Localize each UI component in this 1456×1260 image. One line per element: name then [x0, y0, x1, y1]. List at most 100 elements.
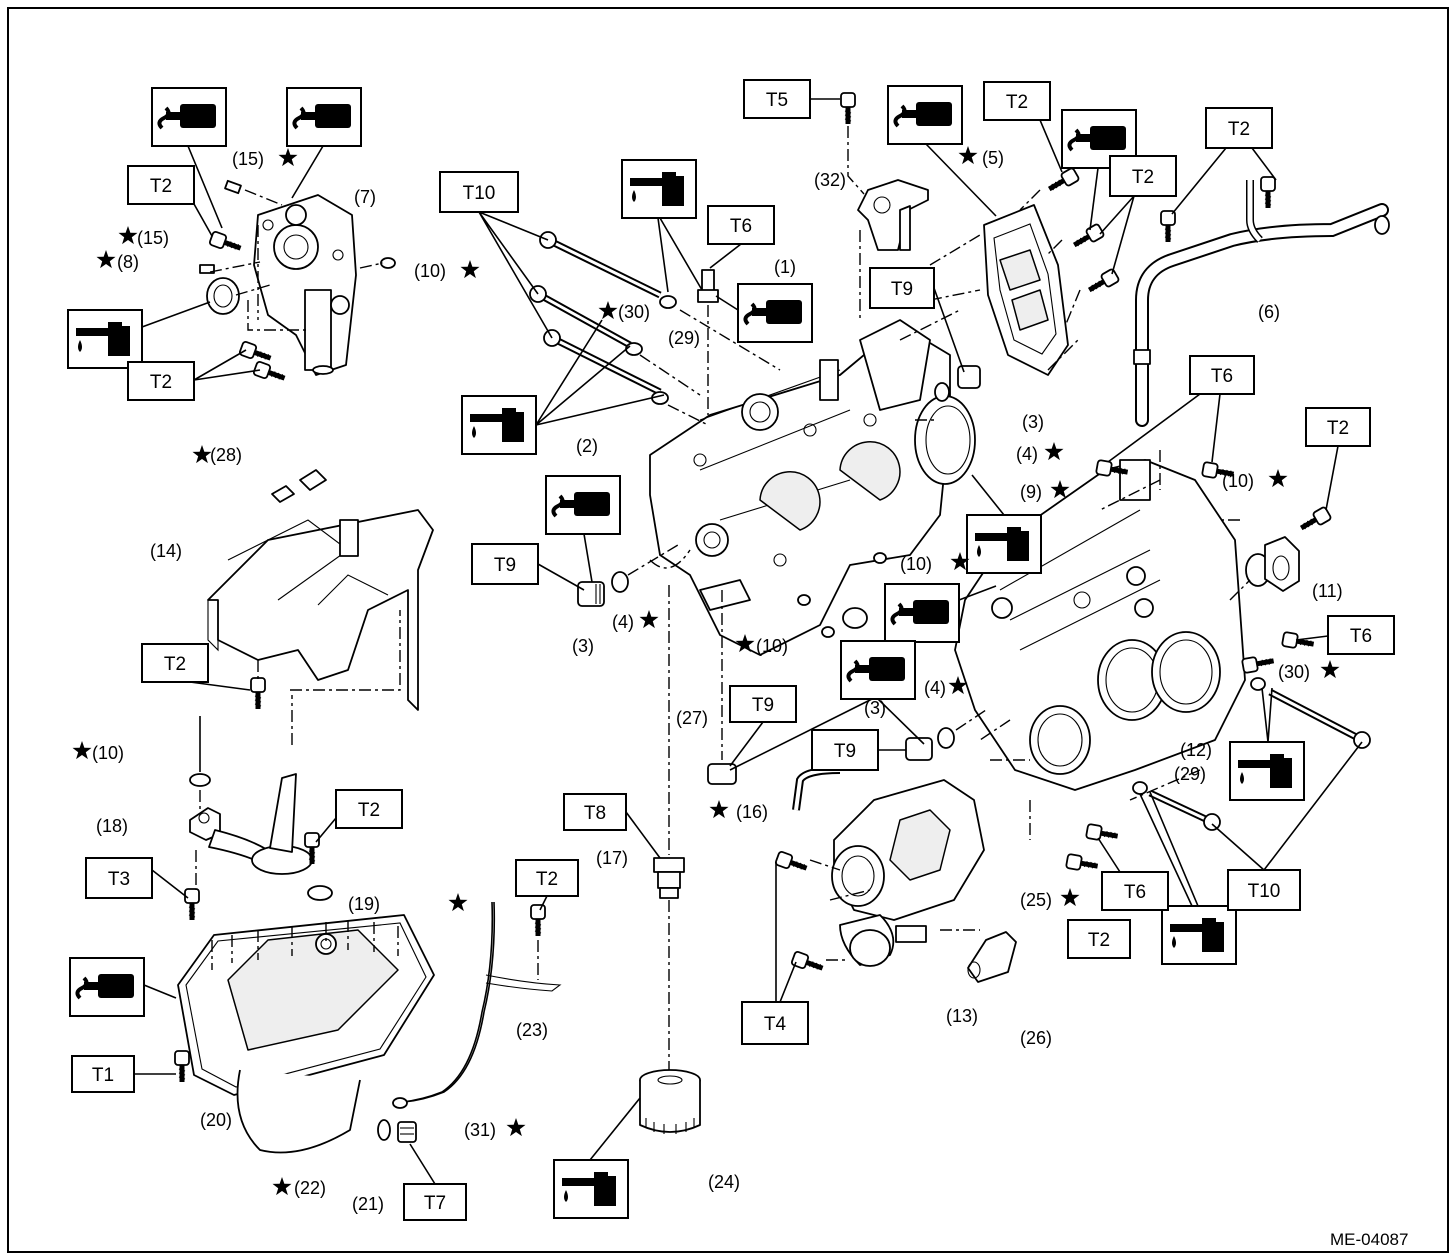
washer-30a	[625, 342, 643, 356]
svg-text:T2: T2	[1088, 930, 1110, 951]
svg-text:(30): (30)	[1278, 662, 1310, 682]
torque-t6-box: T6 T6 T6 T6	[707, 205, 1395, 911]
liquid-gasket-icon	[285, 86, 363, 148]
diagram-id: ME-04087	[1330, 1230, 1408, 1249]
bolt-rh-3	[1282, 632, 1315, 651]
svg-text:(4): (4)	[1016, 444, 1038, 464]
svg-text:T2: T2	[164, 654, 186, 675]
svg-text:(28): (28)	[210, 445, 242, 465]
oring-10b	[873, 552, 887, 564]
oil-filter-stand	[653, 857, 685, 899]
liquid-gasket-icon	[544, 474, 622, 536]
svg-text:(21): (21)	[352, 1194, 384, 1214]
bolt-rh-5	[1086, 824, 1119, 843]
water-pipe-11	[1264, 536, 1300, 592]
svg-text:(10): (10)	[1222, 471, 1254, 491]
washer-29b	[1132, 781, 1148, 795]
bolt-pump-t4a	[775, 851, 809, 875]
svg-text:(29): (29)	[668, 328, 700, 348]
oil-filter	[639, 1069, 701, 1134]
torque-t8-box: T8	[563, 793, 627, 831]
outer-border	[7, 7, 1449, 1253]
svg-text:(29): (29)	[1174, 764, 1206, 784]
oil-separator-cover	[983, 204, 1069, 376]
bolt-cover-3	[1086, 268, 1120, 296]
plug-3-upper	[957, 365, 981, 389]
svg-text:T9: T9	[891, 279, 913, 300]
svg-text:(22): (22)	[294, 1178, 326, 1198]
liquid-gasket-icon	[839, 639, 917, 701]
svg-text:(16): (16)	[736, 802, 768, 822]
liquid-gasket-icon	[736, 282, 814, 344]
svg-text:(31): (31)	[464, 1120, 496, 1140]
rear-oil-seal	[914, 395, 976, 485]
svg-text:(15): (15)	[137, 228, 169, 248]
engine-oil-icon	[67, 309, 143, 369]
svg-text:(3): (3)	[864, 698, 886, 718]
washer-29a	[659, 295, 677, 309]
svg-text:T10: T10	[1248, 881, 1281, 902]
torque-t9-box: T9 T9 T9 T9	[471, 267, 935, 771]
water-pipe-16	[792, 766, 841, 811]
svg-text:(8): (8)	[117, 252, 139, 272]
svg-text:T9: T9	[494, 555, 516, 576]
liquid-gasket-icon	[68, 956, 146, 1018]
drain-plug	[377, 1119, 417, 1143]
svg-text:(6): (6)	[1258, 302, 1280, 322]
svg-text:(10): (10)	[414, 261, 446, 281]
svg-text:T7: T7	[424, 1193, 446, 1214]
bolt-cover-2	[1071, 223, 1105, 251]
svg-text:T2: T2	[1327, 418, 1349, 439]
oring-10e	[189, 773, 211, 787]
svg-text:(2): (2)	[576, 436, 598, 456]
svg-text:(7): (7)	[354, 187, 376, 207]
svg-text:(26): (26)	[1020, 1028, 1052, 1048]
svg-text:T2: T2	[358, 800, 380, 821]
bolt-oil-pan	[175, 1051, 189, 1082]
plug-27	[707, 763, 737, 785]
svg-text:(11): (11)	[1312, 581, 1343, 601]
drain-washer-19	[307, 885, 333, 901]
torque-t2-box: T2 T2 T2 T2 T2 T2 T2 T2 T2 T2	[127, 81, 1371, 959]
engine-oil-icon	[461, 395, 537, 455]
svg-text:(12): (12)	[1180, 740, 1212, 760]
svg-text:(3): (3)	[572, 636, 594, 656]
svg-text:(3): (3)	[1022, 412, 1044, 432]
svg-text:(27): (27)	[676, 708, 708, 728]
svg-text:(10): (10)	[900, 554, 932, 574]
engine-oil-icon	[1161, 905, 1237, 965]
oil-pressure-switch	[697, 269, 719, 303]
bolt-pump-2	[239, 341, 273, 365]
svg-text:(19): (19)	[348, 894, 380, 914]
front-oil-seal	[206, 277, 240, 315]
svg-text:T6: T6	[1211, 366, 1233, 387]
svg-text:(10): (10)	[92, 743, 124, 763]
svg-text:(17): (17)	[596, 848, 628, 868]
bolt-pipe-11	[1298, 506, 1332, 534]
bolt-strainer-2	[185, 889, 199, 920]
svg-text:(32): (32)	[814, 170, 846, 190]
torque-t1-box: T1	[71, 1055, 135, 1093]
washer-4-upper	[934, 382, 950, 402]
oil-level-gauge-guide	[392, 901, 562, 1109]
svg-text:(10): (10)	[756, 636, 788, 656]
washer-4-left	[611, 571, 629, 593]
svg-text:T2: T2	[150, 176, 172, 197]
oring-10c	[842, 607, 868, 629]
svg-text:T9: T9	[752, 695, 774, 716]
svg-text:(25): (25)	[1020, 890, 1052, 910]
svg-text:(23): (23)	[516, 1020, 548, 1040]
liquid-gasket-icon	[886, 84, 964, 146]
svg-text:T2: T2	[536, 869, 558, 890]
engine-oil-icon	[966, 514, 1042, 574]
oring-15a	[224, 179, 242, 195]
bolt-baffle	[251, 678, 265, 709]
torque-t7-box: T7	[403, 1183, 467, 1221]
engine-oil-icon	[553, 1159, 629, 1219]
water-pump	[831, 779, 985, 967]
bolt-t5	[841, 93, 855, 124]
oring-15b	[199, 264, 215, 274]
svg-text:(13): (13)	[946, 1006, 978, 1026]
oil-pump-assembly	[253, 194, 357, 376]
oring-10a	[380, 257, 396, 269]
